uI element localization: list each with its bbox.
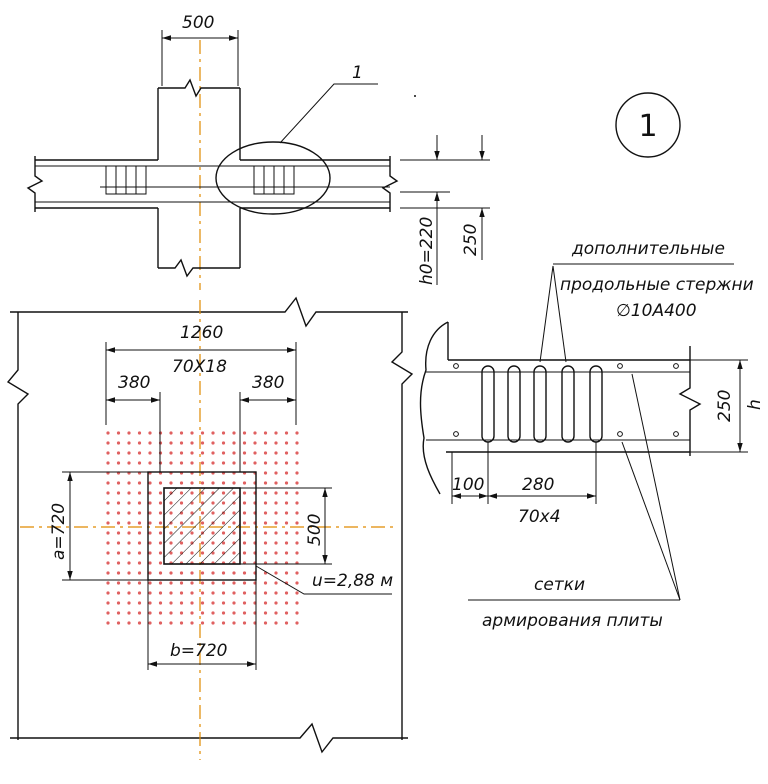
zone-width-label: 1260 [180,323,223,343]
detail-break-left [419,321,449,495]
column-upper [157,78,241,160]
plan-border-bottom [10,722,408,754]
mesh-label-2: армирования плиты [482,611,663,631]
punching-perimeter [147,471,257,581]
callout-leader [279,83,378,144]
shear-stirrups [481,365,603,443]
zone-spacing-label: 70X18 [172,357,227,377]
column-height-label: 500 [305,514,325,546]
reinforcement-detail: дополнительные продольные стержни ∅10А40… [419,239,765,631]
sheet-number-badge: 1 [615,92,681,158]
h0-label: h0=220 [417,217,437,285]
plan-view: 1260 70X18 380 380 a=720 b=720 [6,296,414,760]
stray-dot [414,95,416,97]
dimension-b: b=720 [147,580,257,670]
dimension-offsets: 380 380 [106,373,296,472]
a-label: a=720 [49,503,69,560]
callout-number: 1 [352,63,363,83]
dimension-column-width: 500 [161,13,239,86]
detail-height-label: 250 [715,390,735,422]
column-width-label: 500 [182,13,214,33]
slab-section [26,156,399,212]
perimeter-label: u=2,88 м [312,571,393,591]
b-label: b=720 [170,641,227,661]
dimension-column-height: 500 [240,487,332,565]
plan-border-right [390,312,414,740]
offset-right-label: 380 [252,373,284,393]
sheet-number: 1 [638,109,657,144]
plan-border-left [6,312,30,740]
edge-offset-label: 100 [452,475,484,495]
additional-bars-label-2: продольные стержни [560,275,754,295]
column-lower [157,208,241,278]
bar-leader-2 [552,265,567,363]
dimension-a: a=720 [49,471,148,581]
detail-break-right [678,346,702,456]
longitudinal-bars [453,363,679,437]
additional-bars-label-1: дополнительные [571,239,725,259]
plan-border-top [10,296,408,328]
offset-left-label: 380 [118,373,150,393]
callout-ellipse [215,141,331,215]
dimension-slab-depth: h0=220 250 [400,135,490,285]
mesh-leader-1 [631,373,681,601]
slab-thickness-label: 250 [461,224,481,256]
bar-spec-label: ∅10А400 [616,301,697,321]
bar-leader-1 [539,265,554,363]
mesh-label-1: сетки [534,575,585,595]
dimension-zone-width: 1260 70X18 [105,323,297,425]
bar-spacing-label: 70x4 [518,507,561,527]
column-plan [163,487,241,565]
perimeter-leader [255,565,392,595]
detail-h-label: h [745,399,765,410]
detail-dimension-spacing: 100 280 70x4 [451,442,597,527]
detail-dimension-height: 250 h [690,359,765,453]
bar-span-label: 280 [522,475,554,495]
section-view: 1 500 h0=220 250 [26,13,490,290]
mesh-leader-2 [621,441,681,601]
